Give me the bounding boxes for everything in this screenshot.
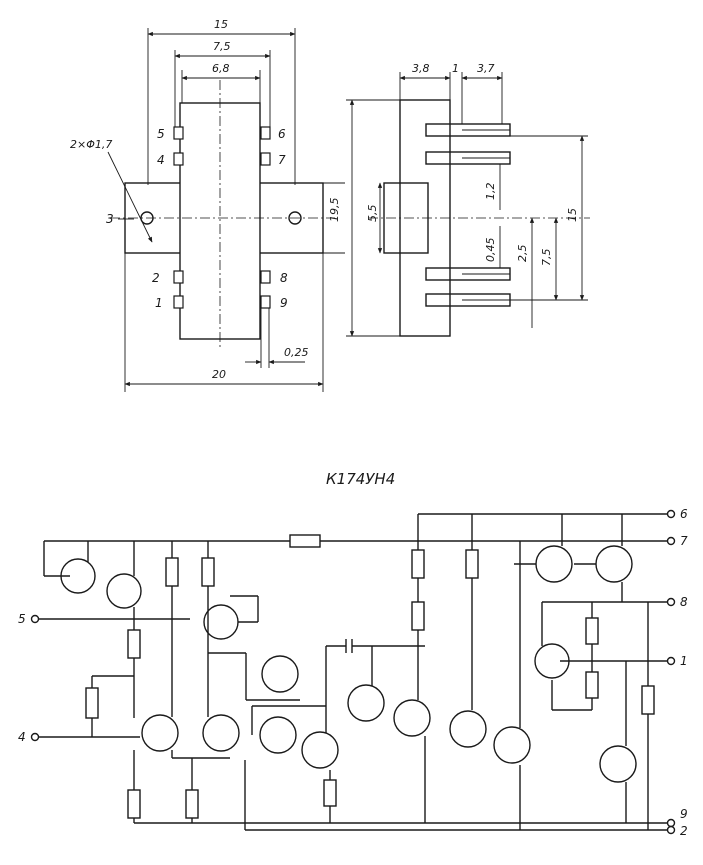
dim-side-d3: 3,7: [477, 62, 495, 75]
hole-dim-label: 2×Φ1,7: [70, 138, 112, 151]
dim-flange-length: 20: [212, 368, 226, 381]
pin-label-7: 7: [278, 153, 286, 167]
terminal-9-icon[interactable]: [666, 818, 676, 828]
pin-label-3: 3: [106, 212, 114, 226]
dim-pin-thickness: 0,25: [284, 346, 309, 359]
pin-label-6: 6: [278, 127, 286, 141]
terminal-8-icon[interactable]: [666, 597, 676, 607]
terminal-6-icon[interactable]: [666, 509, 676, 519]
transistor-vt2-icon: [106, 573, 142, 609]
terminal-label-9: 9: [680, 807, 688, 821]
dim-side-d2: 1: [452, 62, 459, 75]
pin-8: [260, 270, 271, 284]
pin-label-1: 1: [155, 296, 163, 310]
transistor-vt5-icon: [203, 604, 239, 640]
resistor-r13: [641, 685, 655, 715]
pin-label-2: 2: [152, 271, 160, 285]
transistor-vt12-icon: [493, 726, 531, 764]
resistor-r6: [185, 789, 199, 819]
terminal-label-2: 2: [680, 824, 688, 838]
pin-9: [260, 295, 271, 309]
pin-2: [173, 270, 184, 284]
transistor-vt16-icon: [599, 745, 637, 783]
pin-4: [173, 152, 184, 166]
terminal-7-icon[interactable]: [666, 536, 676, 546]
mount-hole-right-icon: [288, 211, 302, 225]
dim-side-d6: 15: [566, 208, 579, 222]
pin-label-5: 5: [157, 127, 165, 141]
package-top-view: 5 4 2 1 6 7 8 9 3 2×Φ1,7 15 7,5 6,8 19,5: [70, 18, 345, 392]
dim-pin-span: 7,5: [213, 40, 231, 53]
transistor-vt9-icon: [347, 684, 385, 722]
dim-overall-width: 15: [214, 18, 228, 31]
dim-side-d1: 3,8: [412, 62, 430, 75]
transistor-vt4-icon: [202, 714, 240, 752]
transistor-vt10-icon: [393, 699, 431, 737]
resistor-r1: [127, 629, 141, 659]
pin-label-8: 8: [280, 271, 288, 285]
dim-flange-height: 19,5: [328, 198, 341, 223]
terminal-label-5: 5: [18, 612, 26, 626]
dim-side-d5: 7,5: [540, 249, 553, 267]
transistor-vt8-icon: [301, 731, 339, 769]
transistor-vt7-icon: [259, 716, 297, 754]
terminal-2-icon[interactable]: [666, 825, 676, 835]
pin-1: [173, 295, 184, 309]
transistor-vt14-icon: [595, 545, 633, 583]
dim-side-body-height: 5,5: [366, 205, 379, 223]
package-side-view: 3,8 1 3,7 5,5 15 1,2 0,45 2,5 7,5: [346, 62, 590, 337]
resistor-r9: [411, 601, 425, 631]
pin-7: [260, 152, 271, 166]
transistor-vt13-icon: [535, 545, 573, 583]
pin-label-4: 4: [157, 153, 165, 167]
resistor-r11: [585, 617, 599, 645]
terminal-5-icon[interactable]: [30, 614, 40, 624]
terminal-label-6: 6: [680, 507, 688, 521]
terminal-label-1: 1: [680, 654, 688, 668]
transistor-vt11-icon: [449, 710, 487, 748]
dim-body-width: 6,8: [212, 62, 230, 75]
pin-label-9: 9: [280, 296, 288, 310]
transistor-vt3-icon: [141, 714, 179, 752]
terminal-label-4: 4: [18, 730, 26, 744]
resistor-r2: [85, 687, 99, 719]
terminal-label-7: 7: [680, 534, 688, 548]
circuit-schematic: 6 7 8 1 9 2 5 4: [18, 507, 688, 838]
resistor-r5: [127, 789, 141, 819]
resistor-r10: [465, 549, 479, 579]
terminal-1-icon[interactable]: [666, 656, 676, 666]
resistor-r8: [411, 549, 425, 579]
dim-side-lead: 0,45: [484, 238, 497, 263]
resistor-r3: [165, 557, 179, 587]
resistor-r12: [585, 671, 599, 699]
schematic-title: К174УН4: [326, 470, 395, 488]
pin-6: [260, 126, 271, 140]
dim-side-pitch: 1,2: [484, 183, 497, 201]
resistor-r7: [323, 779, 337, 807]
dim-side-d4: 2,5: [516, 245, 529, 263]
transistor-vt6-icon: [261, 655, 299, 693]
pin-5: [173, 126, 184, 140]
hole-leader: [107, 151, 153, 243]
mount-hole-left-icon: [140, 211, 154, 225]
resistor-feedback: [289, 534, 321, 548]
terminal-4-icon[interactable]: [30, 732, 40, 742]
resistor-r4: [201, 557, 215, 587]
terminal-label-8: 8: [680, 595, 688, 609]
